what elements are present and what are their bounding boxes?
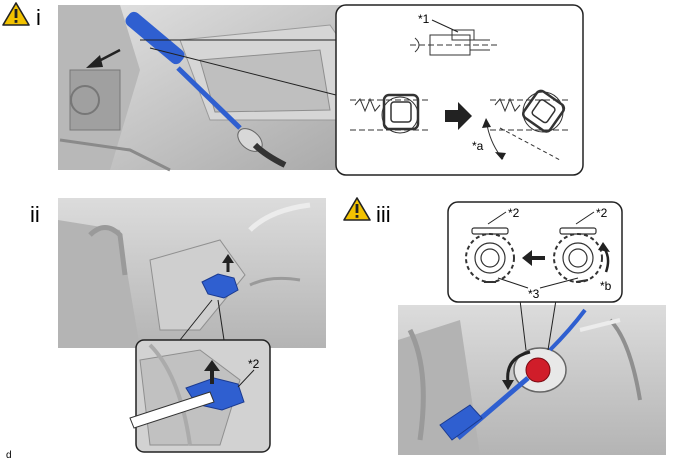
step-ii-blue-clip: [201, 273, 239, 299]
step-ii-detail-callout: *2: [129, 299, 271, 453]
step-i-photo: [58, 5, 355, 172]
clip-side-view-drawing: [410, 29, 500, 56]
step-i-label: i: [36, 5, 41, 30]
callout-1-label: *1: [418, 12, 430, 26]
step-iii-red-spring: [525, 357, 551, 383]
step-i-warning-icon: [2, 2, 30, 26]
gear-rotate-arrow: [598, 242, 610, 273]
step-ii-up-arrow: [222, 254, 234, 272]
callout-2-ii-label: *2: [248, 357, 260, 371]
step-iii-rotate-arrow: [502, 350, 531, 390]
footer-code: d: [6, 450, 12, 461]
step-iii-photo: [398, 305, 666, 455]
step-i-pull-arrow: [86, 48, 121, 68]
step-iii-label: iii: [376, 202, 391, 227]
transition-arrow: [445, 102, 472, 130]
step-iii-blue-tool: [439, 404, 483, 441]
callout-2-iii-right-label: *2: [596, 206, 608, 220]
screwdriver: [129, 391, 215, 429]
gear-right-drawing: [553, 227, 603, 283]
step-i-blue-tool: [125, 11, 287, 168]
callout-2-iii-left-label: *2: [508, 206, 520, 220]
step-ii-detail-up-arrow: [204, 360, 220, 384]
callout-a-label: *a: [472, 139, 484, 153]
step-i-detail-callout: *1 *a: [335, 4, 584, 176]
callout-3-label: *3: [528, 287, 540, 301]
gear-left-drawing: [465, 227, 515, 283]
lock-closed-drawing: [350, 93, 430, 134]
step-ii-photo: [58, 198, 326, 348]
step-ii-label: ii: [30, 202, 40, 227]
step-iii-warning-icon: [343, 197, 371, 221]
gear-transition-arrow: [522, 250, 545, 266]
callout-b-label: *b: [600, 279, 612, 293]
step-iii-detail-callout: *2 *2 *3 *b: [447, 201, 623, 351]
